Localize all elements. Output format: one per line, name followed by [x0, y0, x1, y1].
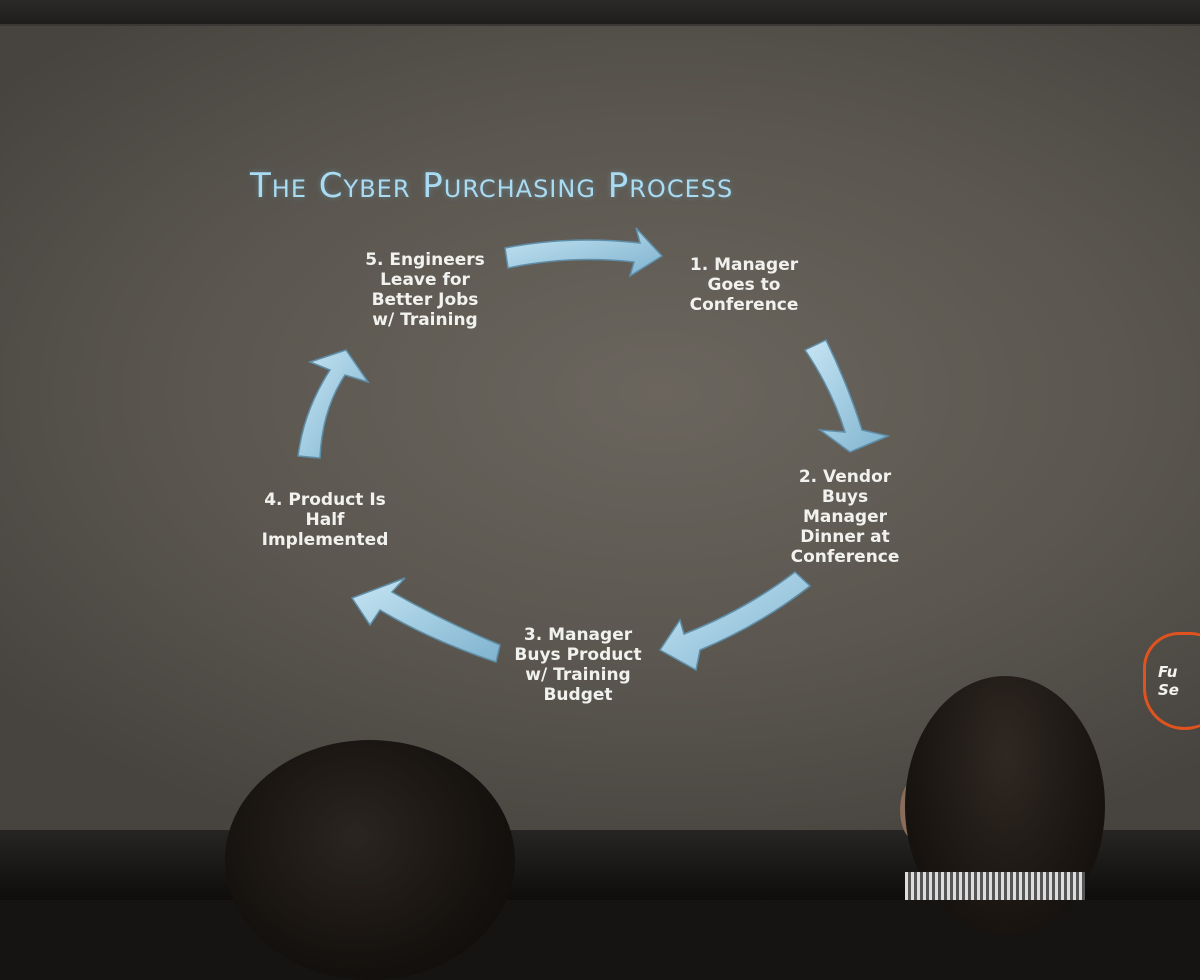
arrow-1-to-2 [803, 339, 891, 453]
logo-text: Fu Se [1158, 663, 1179, 699]
step-1-label: 1. Manager Goes to Conference [689, 255, 799, 315]
audience-head-left [225, 740, 515, 980]
step-2-label: 2. Vendor Buys Manager Dinner at Confere… [790, 467, 900, 567]
arrow-2-to-3 [658, 571, 812, 672]
slide-title: The Cyber Purchasing Process [250, 166, 734, 206]
cycle-arrows [297, 227, 891, 672]
arrow-4-to-5 [297, 349, 370, 459]
arrow-3-to-4 [350, 577, 501, 663]
step-3-label: 3. Manager Buys Product w/ Training Budg… [514, 625, 642, 705]
arrow-5-to-1 [504, 227, 664, 278]
step-4-label: 4. Product Is Half Implemented [261, 490, 389, 550]
audience-collar-right [905, 872, 1085, 900]
step-5-label: 5. Engineers Leave for Better Jobs w/ Tr… [365, 250, 485, 330]
